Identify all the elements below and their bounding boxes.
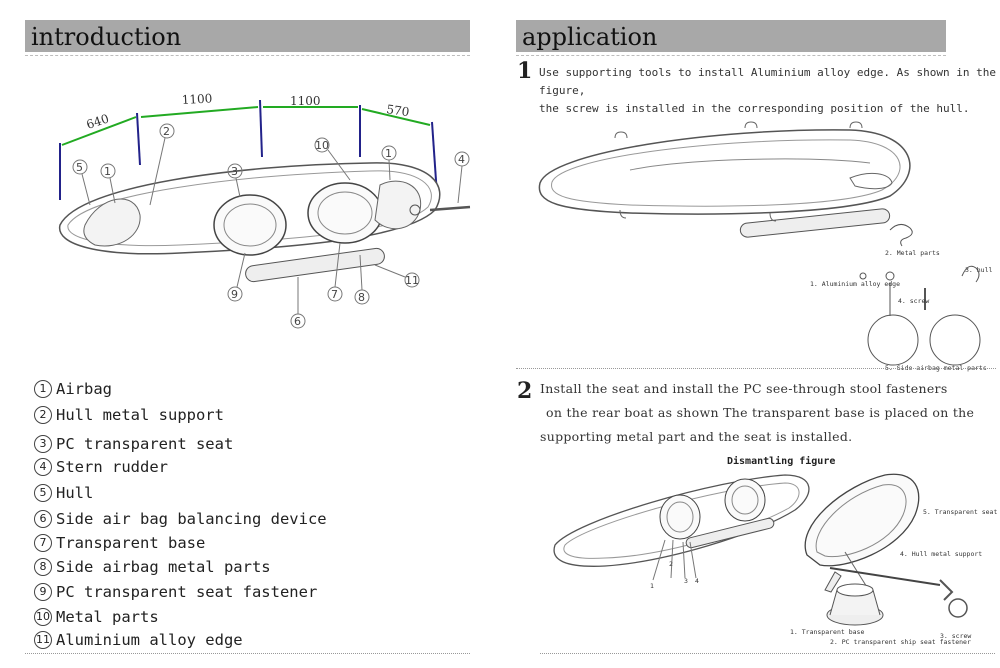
step-2-line: on the rear boat as shown The transparen… xyxy=(546,405,975,420)
legend-number: 10 xyxy=(34,608,52,626)
legend-label: PC transparent seat xyxy=(56,435,234,453)
divider xyxy=(25,653,470,654)
step-2-text: Install the seat and install the PC see-… xyxy=(540,377,1000,449)
dim-label: 1100 xyxy=(290,94,321,108)
introduction-header: introduction xyxy=(25,20,470,52)
divider xyxy=(516,368,996,369)
legend-label: Aluminium alloy edge xyxy=(56,631,243,649)
callout-number: 6 xyxy=(294,315,301,328)
step-1-line: the screw is installed in the correspond… xyxy=(539,102,970,115)
legend-label: Transparent base xyxy=(56,534,206,552)
divider xyxy=(25,55,470,56)
aluminium-edge-label: 1. Aluminium alloy edge xyxy=(810,280,900,288)
figure-number: 4 xyxy=(695,577,699,585)
legend-number: 2 xyxy=(34,406,52,424)
legend-label: Side air bag balancing device xyxy=(56,510,327,528)
legend-label: Hull metal support xyxy=(56,406,224,424)
application-header: application xyxy=(516,20,946,52)
hull-label: 3. hull xyxy=(965,266,992,274)
callout-number: 11 xyxy=(405,274,419,287)
legend-label: Stern rudder xyxy=(56,458,168,476)
callout-number: 3 xyxy=(231,165,238,178)
dim-label: 1100 xyxy=(181,91,212,107)
fastener-label: 2. PC transparent ship seat fastener xyxy=(830,638,971,646)
legend-label: Side airbag metal parts xyxy=(56,558,271,576)
dim-label: 570 xyxy=(386,102,411,119)
callout-number: 4 xyxy=(458,153,465,166)
legend-label: Hull xyxy=(56,484,94,502)
step-1-line: Use supporting tools to install Aluminiu… xyxy=(539,66,996,97)
callout-number: 10 xyxy=(315,139,329,152)
divider xyxy=(540,653,995,654)
legend-number: 6 xyxy=(34,510,52,528)
legend-number: 11 xyxy=(34,631,52,649)
figure-number: 3 xyxy=(684,577,688,585)
step-1-text: Use supporting tools to install Aluminiu… xyxy=(539,64,999,118)
callout-number: 7 xyxy=(331,288,338,301)
legend-label: PC transparent seat fastener xyxy=(56,583,318,601)
dim-label: 640 xyxy=(85,111,111,131)
step-1-figure: 2. Metal parts 1. Aluminium alloy edge 3… xyxy=(538,121,992,372)
callout-number: 1 xyxy=(104,165,111,178)
legend-number: 8 xyxy=(34,558,52,576)
transparent-base-label: 1. Transparent base xyxy=(790,628,864,636)
screw-label: 4. screw xyxy=(898,297,929,305)
hull-metal-support-label: 4. Hull metal support xyxy=(900,550,982,558)
legend-number: 4 xyxy=(34,458,52,476)
metal-parts-label: 2. Metal parts xyxy=(885,249,940,257)
callout-number: 8 xyxy=(358,291,365,304)
boat-diagram: 640 1100 1100 570 5 1 2 3 10 1 4 9 7 8 1… xyxy=(58,91,471,329)
step-2-line: Install the seat and install the PC see-… xyxy=(540,381,948,396)
transparent-seat-label: 5. Transparent seat xyxy=(923,508,997,516)
callout-number: 9 xyxy=(231,288,238,301)
divider xyxy=(516,55,946,56)
legend-number: 5 xyxy=(34,484,52,502)
legend-number: 7 xyxy=(34,534,52,552)
legend-label: Metal parts xyxy=(56,608,159,626)
legend-number: 3 xyxy=(34,435,52,453)
step-2-line: supporting metal part and the seat is in… xyxy=(540,429,853,444)
step-2-figure: 1 2 3 4 5. Transparent seat 4. Hull meta… xyxy=(553,473,997,646)
legend-label: Airbag xyxy=(56,380,112,398)
figure-number: 2 xyxy=(669,560,673,568)
callout-number: 5 xyxy=(76,161,83,174)
step-1-number: 1 xyxy=(517,58,533,84)
screw-label-2: 3. screw xyxy=(940,632,971,640)
figure-title: Dismantling figure xyxy=(727,456,836,467)
figure-number: 1 xyxy=(650,582,654,590)
callout-number: 1 xyxy=(385,147,392,160)
legend-number: 9 xyxy=(34,583,52,601)
step-2-number: 2 xyxy=(517,378,533,404)
callout-number: 2 xyxy=(163,125,170,138)
legend-number: 1 xyxy=(34,380,52,398)
